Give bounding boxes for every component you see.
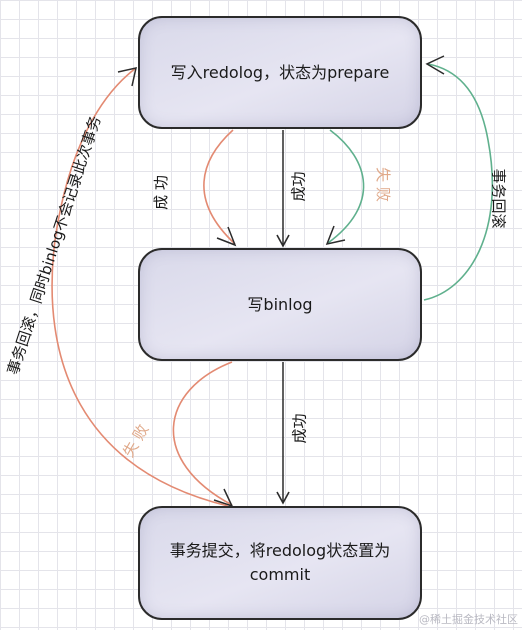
arrow-prepare-to-binlog-red xyxy=(203,129,236,245)
arrowhead-binlog-to-prepare-green xyxy=(425,55,445,75)
label-fail-top: 失 败 xyxy=(373,167,392,202)
arrow-prepare-to-binlog-green xyxy=(327,129,365,244)
label-success-mid-top: 成功 xyxy=(289,171,308,202)
label-rollback-right: 事务回滚 xyxy=(489,168,508,229)
watermark: @稀土掘金技术社区 xyxy=(419,613,518,626)
arrowhead-commit-to-prepare-red xyxy=(117,67,137,87)
box-commit: 事务提交，将redolog状态置为 commit xyxy=(138,506,422,620)
arrow-commit-to-prepare-red xyxy=(51,67,229,507)
box-commit-text: 事务提交，将redolog状态置为 commit xyxy=(170,539,390,587)
arrow-binlog-to-commit-red xyxy=(172,361,233,506)
box-write-redolog-prepare: 写入redolog，状态为prepare xyxy=(138,16,422,129)
label-success-mid-bottom: 成功 xyxy=(290,413,309,444)
box-write-binlog: 写binlog xyxy=(138,248,422,361)
arrow-binlog-to-prepare-green xyxy=(423,63,494,301)
arrowhead-prepare-to-binlog-green xyxy=(325,225,346,246)
box-commit-line2: commit xyxy=(249,565,311,584)
box-prepare-text: 写入redolog，状态为prepare xyxy=(170,62,390,82)
arrowhead-prepare-to-binlog-red xyxy=(216,226,237,247)
box-binlog-text: 写binlog xyxy=(247,294,313,314)
box-commit-line1: 事务提交，将redolog状态置为 xyxy=(169,541,391,560)
label-success-left: 成 功 xyxy=(151,175,170,210)
